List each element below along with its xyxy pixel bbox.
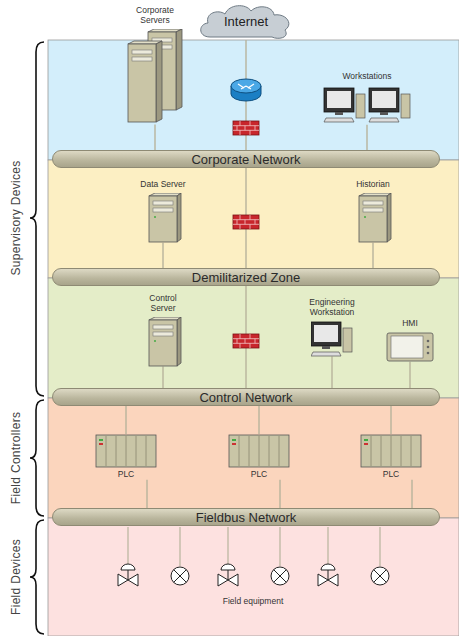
server-node: Data Server [134,180,192,243]
group-label: Field equipment [223,596,283,606]
plc-node: PLC [356,434,426,480]
network-link [366,125,367,150]
network-link [279,480,280,508]
device-label: Internet [224,14,268,29]
server-rack-icon [126,29,184,125]
hmi-node: HMI [382,319,438,362]
network-link [162,367,163,388]
firewall [233,334,259,348]
device-label: PLC [95,470,157,480]
tier-label: Field Controllers [9,412,23,504]
bus-label: Demilitarized Zone [192,270,300,285]
router [231,79,261,101]
device-label: Data Server [138,180,188,190]
network-link [411,480,412,508]
server-node: Corporate Servers [125,6,185,125]
device-label: HMI [386,319,434,329]
server-icon [143,317,183,367]
device-label: Corporate Servers [127,6,183,26]
workstation-node: Engineering Workstation [296,298,368,357]
field-wires [128,527,380,566]
tier-label: Field Devices [9,539,23,615]
workstation-icon [322,85,412,125]
network-link [258,406,259,434]
valve-symbol [118,564,138,586]
network-link [331,357,332,388]
bus-label: Control Network [199,390,292,405]
firewall [233,121,259,135]
server-node: Control Server [140,294,186,367]
device-label: PLC [360,470,422,480]
bus-label: Fieldbus Network [196,510,296,525]
network-bus: Corporate Network [52,150,440,168]
server-icon [353,193,393,243]
device-label: Workstations [322,72,412,82]
network-link [372,243,373,268]
network-link [125,406,126,434]
tier-label: Supervisory Devices [9,160,23,275]
network-bus: Demilitarized Zone [52,268,440,286]
network-link [390,406,391,434]
cloud-node: Internet [196,2,296,40]
device-label: PLC [228,470,290,480]
network-link [146,480,147,508]
meter-symbol [171,567,189,585]
device-label: Control Server [142,294,184,314]
plc-icon [360,434,422,468]
server-icon [143,193,183,243]
plc-node: PLC [91,434,161,480]
valve-symbol [218,564,238,586]
plc-node: PLC [224,434,294,480]
device-label: Engineering Workstation [297,298,367,318]
bus-label: Corporate Network [191,152,300,167]
server-node: Historian [344,180,402,243]
firewall [233,215,259,229]
meter-symbol [271,567,289,585]
network-link [154,125,155,150]
plc-icon [95,434,157,468]
workstation-icon [311,321,353,357]
plc-icon [228,434,290,468]
workstation-node: Workstations [318,72,416,125]
hmi-icon [386,332,434,362]
network-bus: Control Network [52,388,440,406]
network-link [409,362,410,388]
network-bus: Fieldbus Network [52,508,440,526]
device-label: Historian [348,180,398,190]
network-link [162,243,163,268]
valve-symbol [318,564,338,586]
meter-symbol [371,567,389,585]
